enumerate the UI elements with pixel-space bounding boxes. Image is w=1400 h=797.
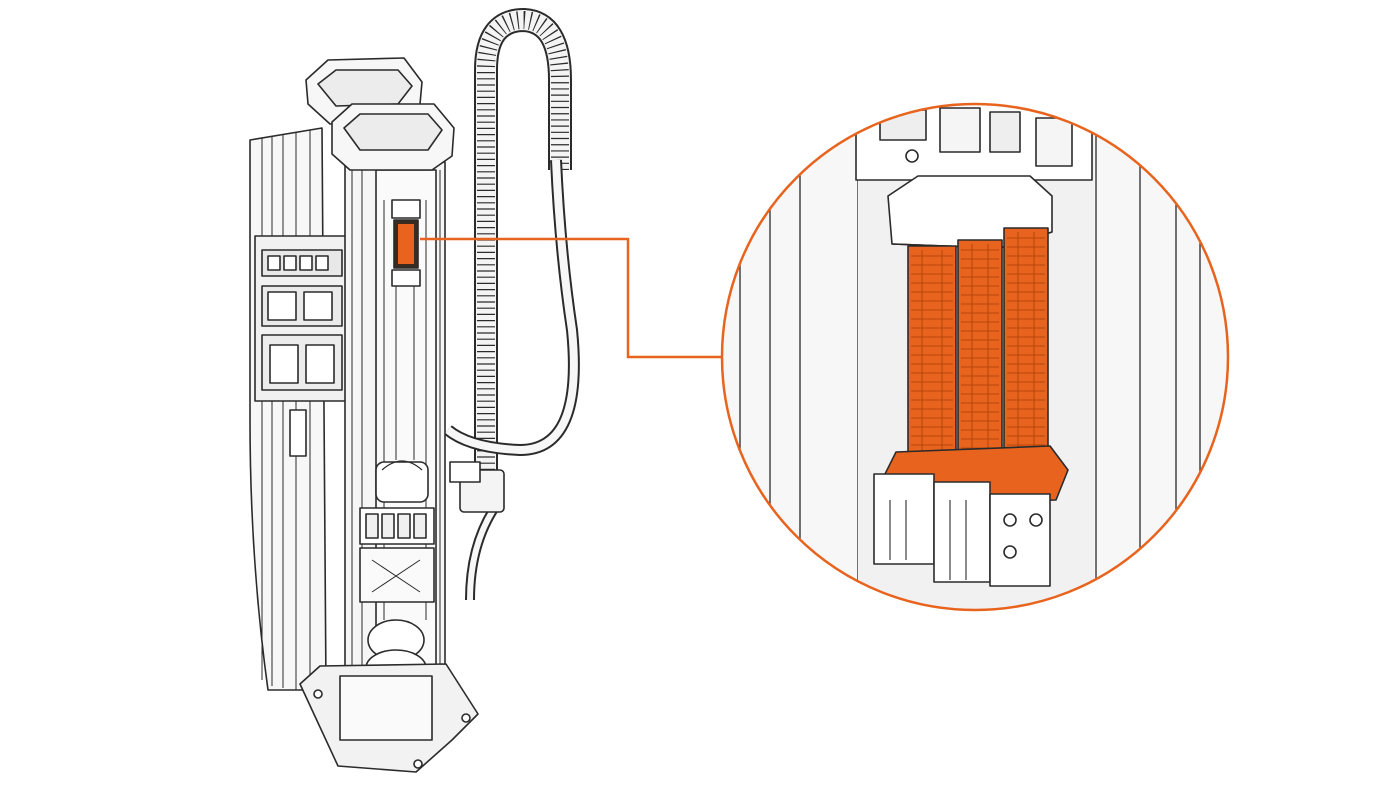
terminal-block-small [391, 199, 421, 287]
detail-circuit-board [855, 104, 1093, 181]
base-plate [299, 663, 479, 773]
callout-leader-line [420, 237, 722, 359]
side-breaker-panel [254, 235, 348, 457]
detail-terminal-block [907, 227, 1049, 461]
detail-circle-border [720, 102, 1230, 612]
pedestal-assembly [249, 8, 580, 773]
corrugated-hose [474, 8, 572, 470]
detail-magnifier [720, 102, 1230, 612]
detail-lower-terminals [873, 473, 1051, 587]
charging-cable [444, 159, 580, 601]
front-column-cap [331, 103, 455, 171]
door-panel [249, 127, 327, 691]
hose-fitting [449, 461, 505, 513]
